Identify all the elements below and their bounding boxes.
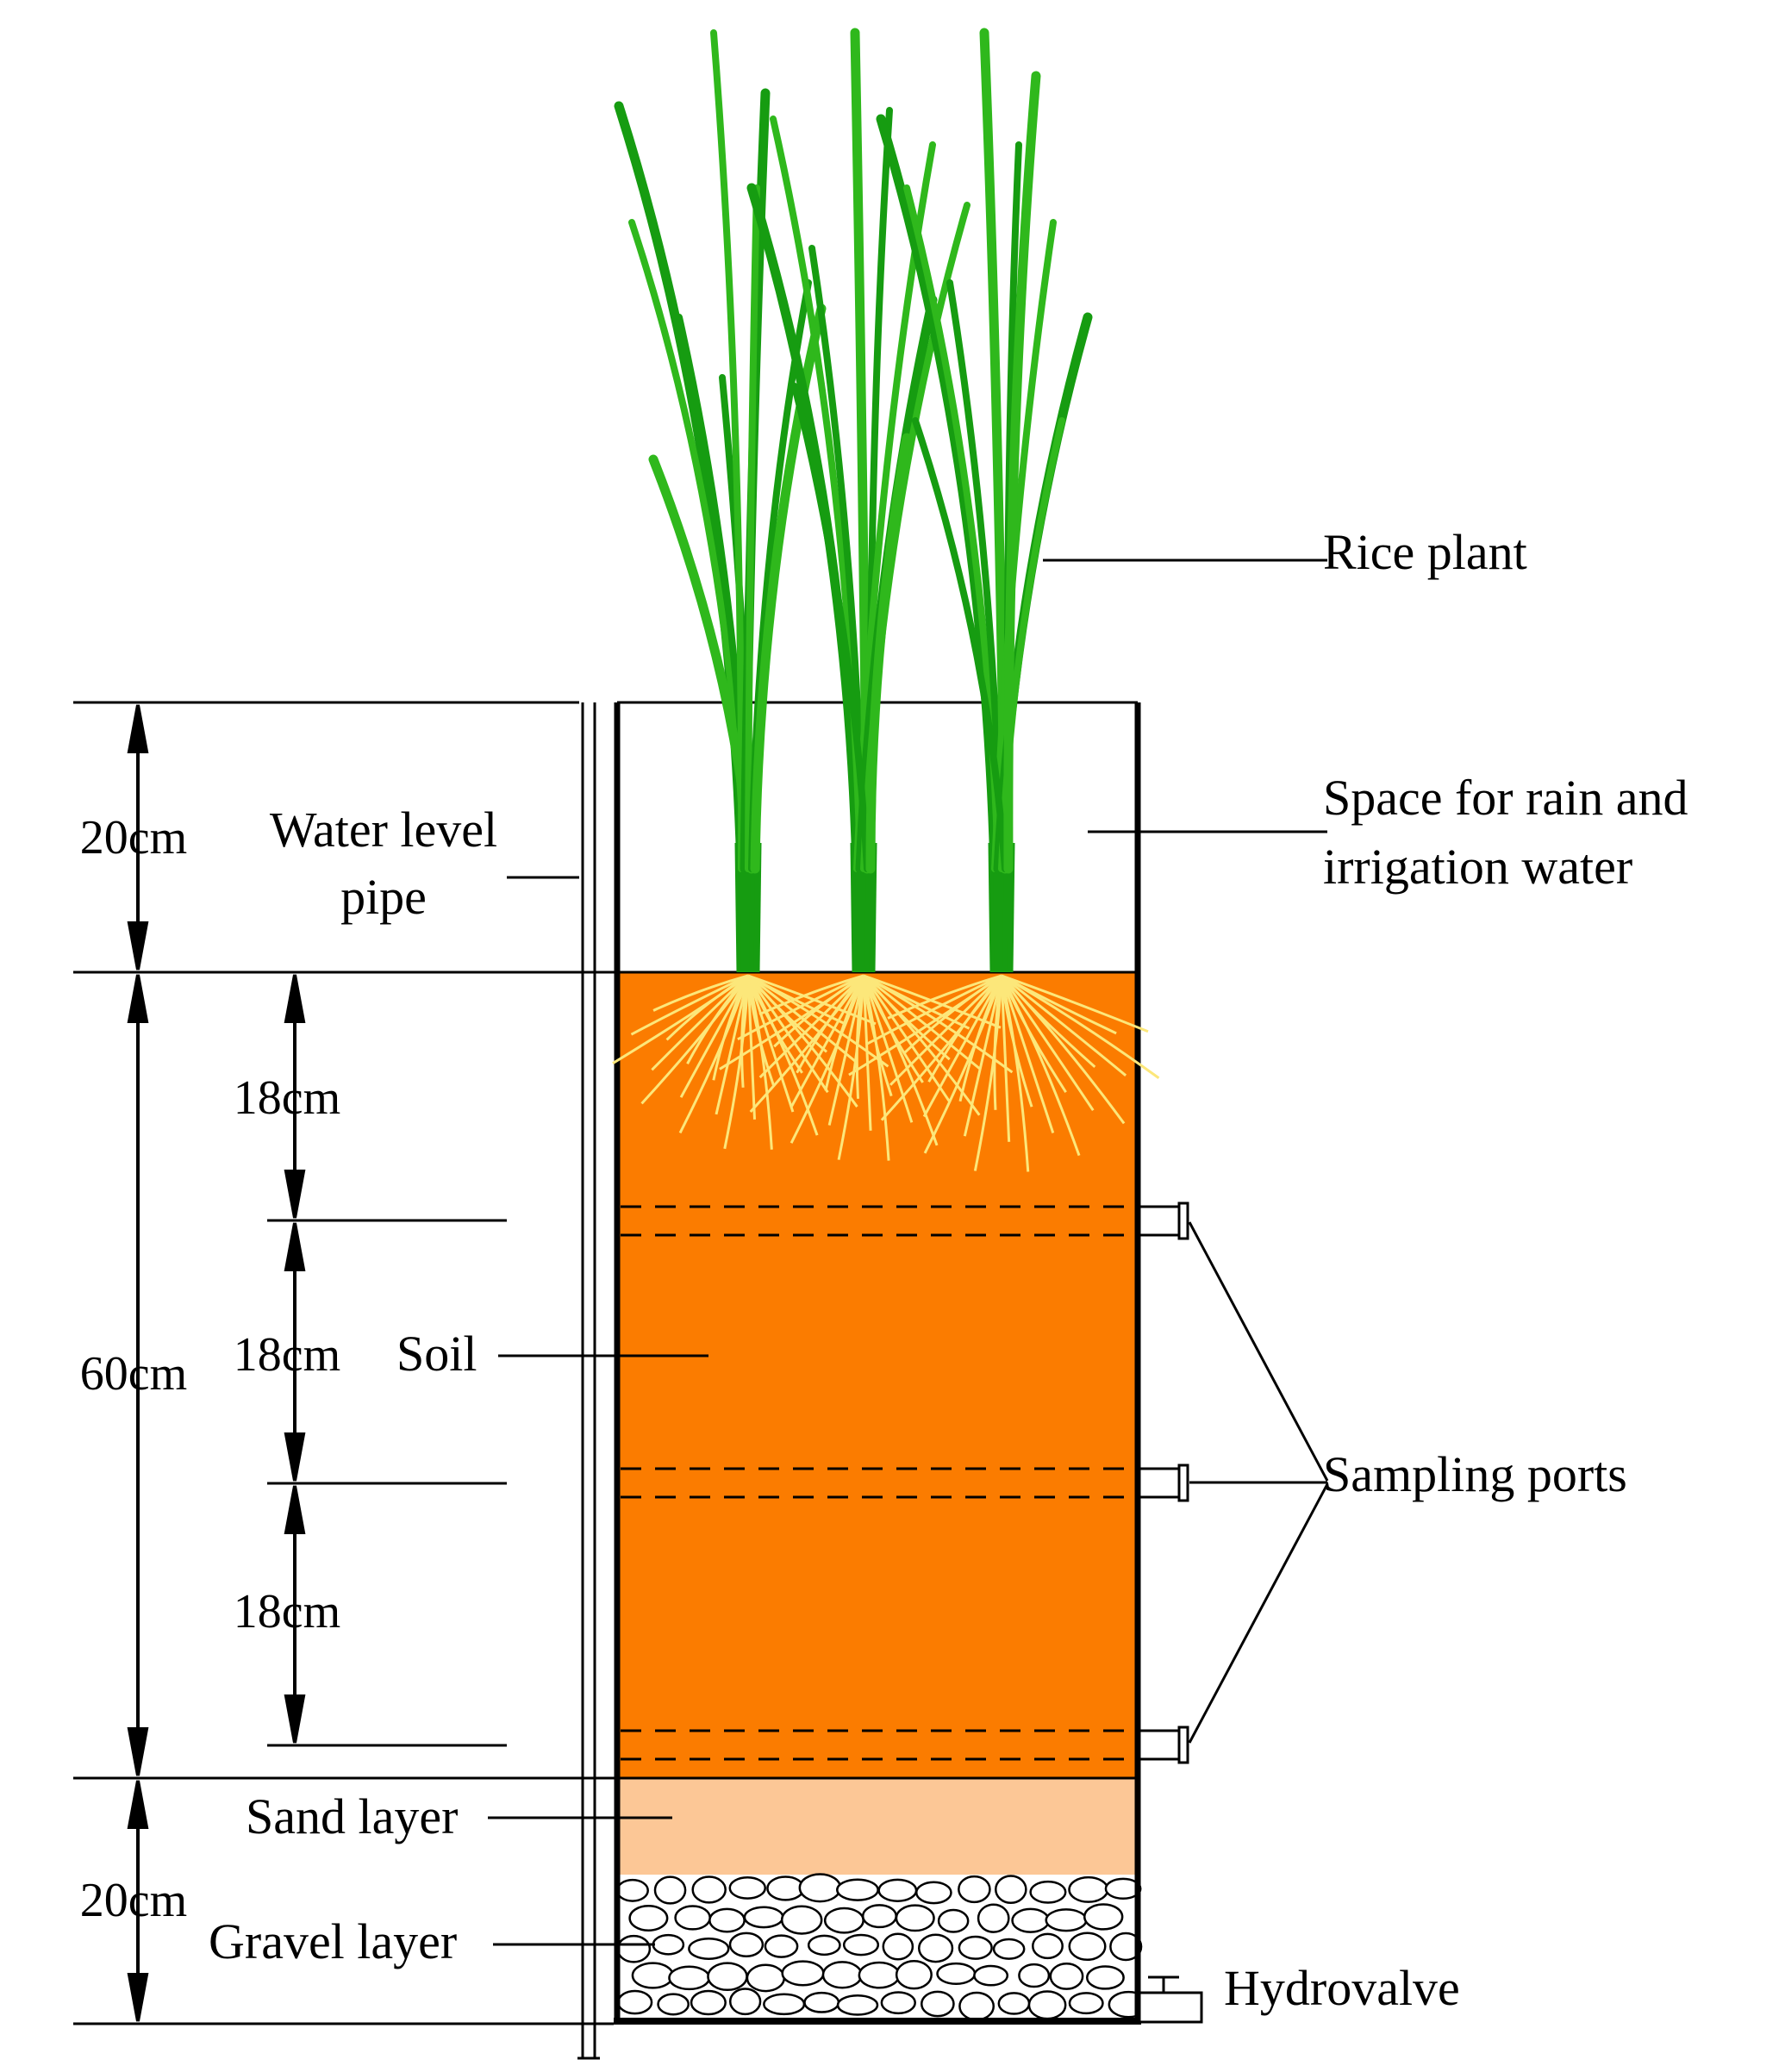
label-water-level-line2: pipe — [340, 869, 427, 925]
dim-bottom-layers: 20cm — [80, 1874, 187, 1927]
hydrovalve — [1138, 1975, 1203, 2024]
reference-lines — [73, 701, 619, 2025]
dim-top-space: 20cm — [80, 811, 187, 864]
water-level-pipe — [577, 702, 600, 2060]
gravel-layer — [615, 1873, 1150, 2021]
rice-roots — [612, 974, 1160, 1172]
dim-soil-segment-3: 18cm — [234, 1585, 340, 1638]
label-sampling-ports: Sampling ports — [1323, 1446, 1627, 1502]
label-sand-layer: Sand layer — [246, 1788, 458, 1844]
leader-lines — [488, 559, 1329, 1946]
sampling-ports — [621, 1201, 1189, 1764]
label-hydrovalve: Hydrovalve — [1224, 1960, 1460, 2016]
label-gravel-layer: Gravel layer — [209, 1913, 457, 1969]
column — [614, 701, 1150, 2025]
labels: Rice plant Space for rain and irrigation… — [80, 524, 1688, 2016]
sand-layer — [619, 1778, 1136, 1875]
label-soil: Soil — [396, 1326, 477, 1382]
sampling-port-1 — [621, 1201, 1189, 1240]
dimension-arrows — [127, 704, 306, 2022]
label-space-line1: Space for rain and — [1323, 770, 1688, 826]
dim-soil-segment-2: 18cm — [234, 1328, 340, 1382]
soil-layer — [619, 972, 1136, 1778]
sampling-port-2 — [621, 1464, 1189, 1502]
label-rice-plant: Rice plant — [1323, 524, 1527, 580]
rice-plants — [614, 28, 1093, 973]
label-water-level-line1: Water level — [270, 802, 497, 858]
sampling-port-3 — [621, 1726, 1189, 1764]
dim-soil-segment-1: 18cm — [234, 1071, 340, 1125]
label-space-line2: irrigation water — [1323, 839, 1632, 895]
dim-soil-total: 60cm — [80, 1347, 187, 1401]
